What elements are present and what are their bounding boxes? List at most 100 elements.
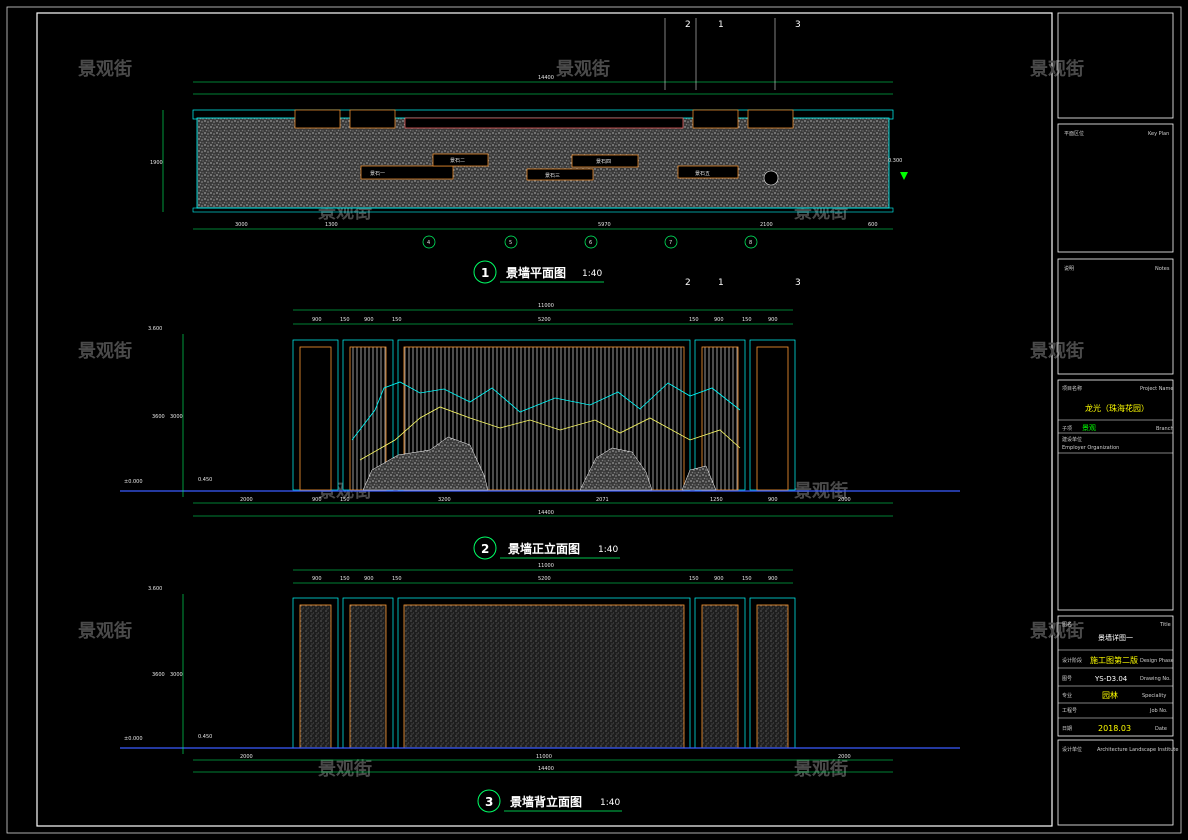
no-value: YS-D3.04 [1094,675,1128,683]
back-top-width: 11000 [538,563,554,569]
front-top-dim: 150 [392,317,402,323]
detail-ref: 6 [589,240,592,246]
back-top-dim: 900 [714,576,724,582]
section-marker: 1 [718,278,724,288]
view-title: 景墙背立面图 [510,794,582,809]
stone-label: 景石二 [450,157,465,164]
section-marker: 3 [795,20,801,30]
spec-en: Speciality [1142,693,1166,699]
front-bottom-dim: 2071 [596,497,609,503]
front-top-dim: 150 [742,317,752,323]
front-top-dim: 900 [364,317,374,323]
sub-en: Branch [1156,426,1174,432]
back-top-dim: 5200 [538,576,551,582]
stone-label: 景石一 [370,170,385,177]
detail-ref: 4 [427,240,430,246]
watermark: 景观街 [1030,58,1084,80]
job-label: 工程号 [1062,707,1077,714]
stage-label: 设计阶段 [1062,657,1082,664]
project-en: Project Name [1140,386,1173,392]
back-overall-dim: 14400 [538,766,554,772]
back-bottom-dim: 11000 [536,754,552,760]
plan-view: 14400 2 1 3 景石一 景石二 景石三 景石四 景石五 0.300 [150,18,908,288]
watermark: 景观街 [794,758,848,780]
watermark: 景观街 [78,340,132,362]
front-bottom-dim: 3200 [438,497,451,503]
view-number: 1 [481,266,489,280]
back-top-dim: 150 [742,576,752,582]
sub-value: 景观 [1082,424,1096,432]
front-bottom-dim: 900 [768,497,778,503]
spec-value: 园林 [1102,690,1118,700]
front-top-dim: 150 [340,317,350,323]
unit-label: 建设单位 [1062,436,1082,443]
drawing-label: 图名 [1062,621,1072,628]
back-bottom-dim: 2000 [838,754,851,760]
plan-depth-dim: 1900 [150,160,163,166]
stage-en: Design Phase [1140,658,1174,664]
front-top-dim: 900 [714,317,724,323]
front-bottom-dim: 900 [312,497,322,503]
title-block: 平面区位 Key Plan 说明 Notes 项目名称 Project Name… [1057,12,1178,826]
front-elev-top: 3.600 [148,326,162,332]
view-title: 景墙正立面图 [508,541,580,556]
front-top-dim: 900 [768,317,778,323]
plan-bottom-dim: 2100 [760,222,773,228]
back-elev-ground: ±0.000 [124,736,143,742]
notes-label: 说明 [1064,265,1074,272]
front-top-width: 11000 [538,303,554,309]
front-bottom-dim: 150 [340,497,350,503]
front-top-dim: 5200 [538,317,551,323]
watermark: 景观街 [1030,340,1084,362]
back-top-dim: 900 [364,576,374,582]
front-top-dim: 150 [689,317,699,323]
plan-bottom-dim: 1300 [325,222,338,228]
firm-en: Architecture Landscape Institute [1097,747,1178,753]
stone-label: 景石四 [596,158,611,165]
drawing-value: 景墙详图一 [1098,633,1133,642]
view-number: 3 [485,795,493,809]
watermark: 景观街 [1030,620,1084,642]
drawing-en: Title [1159,622,1171,628]
plan-bottom-dim: 600 [868,222,878,228]
front-bottom-dim: 2000 [838,497,851,503]
front-height-dim: 3000 [170,414,183,420]
front-elev-ground: ±0.000 [124,479,143,485]
back-elevation-view: 11000 900 150 900 150 5200 150 900 150 9… [120,563,960,813]
date-en: Date [1155,726,1167,732]
back-top-dim: 150 [340,576,350,582]
date-label: 日期 [1062,726,1072,732]
plan-bottom-dim: 5970 [598,222,611,228]
watermark: 景观街 [556,58,610,80]
back-height-dim: 3600 [152,672,165,678]
key-plan-en: Key Plan [1148,131,1169,137]
stone-label: 景石三 [545,172,560,179]
section-marker: 3 [795,278,801,288]
sub-label: 子项 [1062,425,1072,432]
notes-en: Notes [1155,266,1170,272]
front-elevation-view: 11000 900 150 900 150 5200 150 900 150 9… [120,303,960,560]
plan-gravel-area [196,117,890,209]
front-top-dim: 900 [312,317,322,323]
front-bottom-dim: 2000 [240,497,253,503]
outer-border [6,6,1182,834]
elevation-mark: 0.300 [888,158,902,164]
detail-ref: 7 [669,240,672,246]
front-height-dim: 3600 [152,414,165,420]
back-top-dim: 900 [768,576,778,582]
view-scale: 1:40 [598,545,618,555]
unit-en: Employer Organization [1062,445,1119,451]
stage-value: 施工图第二版 [1090,655,1138,665]
back-top-dim: 150 [392,576,402,582]
back-elev-top: 3.600 [148,586,162,592]
back-top-dim: 150 [689,576,699,582]
inner-border [36,12,1053,827]
detail-ref: 5 [509,240,512,246]
back-elev-mid: 0.450 [198,734,212,740]
no-en: Drawing No. [1140,676,1171,682]
back-height-dim: 3000 [170,672,183,678]
no-label: 图号 [1062,676,1072,682]
stone-label: 景石五 [695,170,710,177]
watermark: 景观街 [318,758,372,780]
